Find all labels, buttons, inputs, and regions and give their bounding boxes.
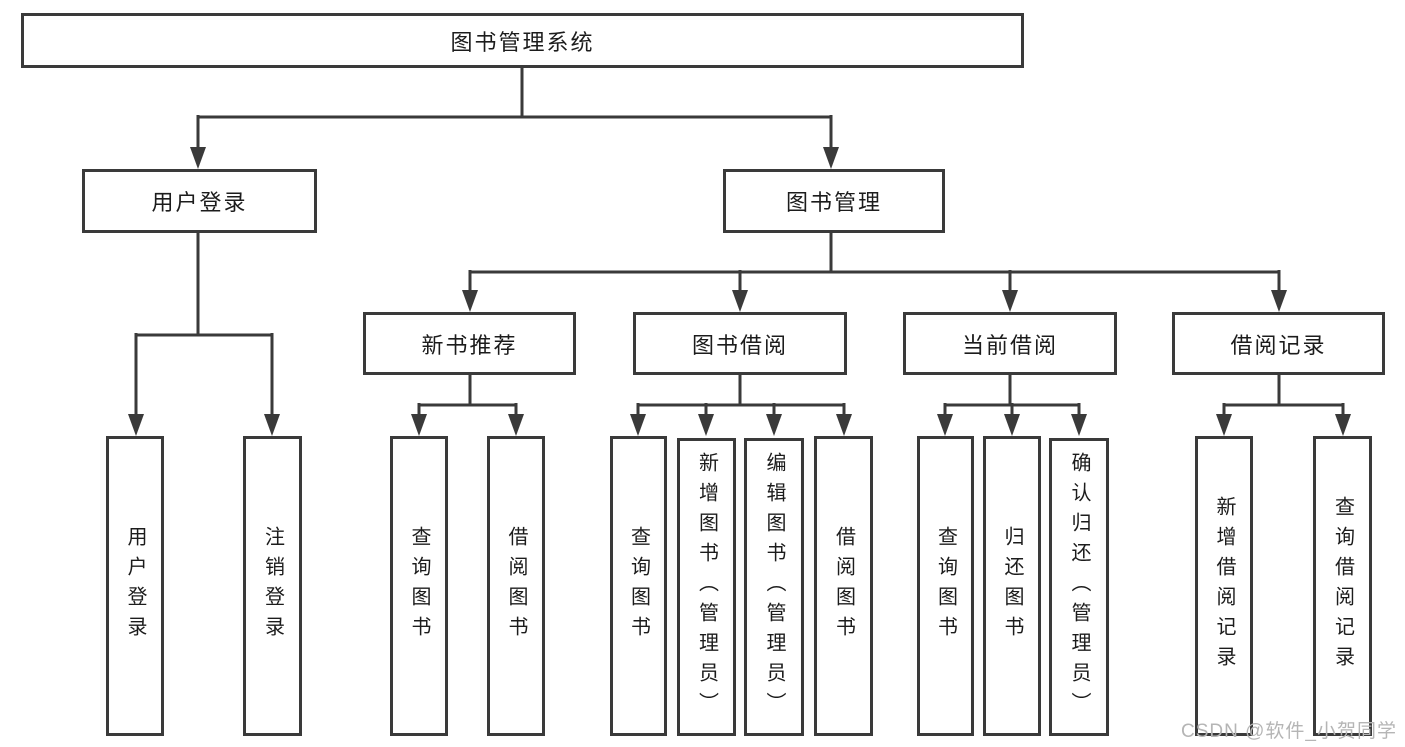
connector-book-borrow-children	[630, 375, 852, 436]
connector-current-borrow-children	[937, 375, 1087, 436]
node-label: 图书管理	[785, 190, 882, 215]
node-label: 新书推荐	[421, 332, 518, 358]
leaf-borrow-books-2: 借阅图书	[814, 436, 873, 736]
node-label: 借阅图书	[505, 526, 527, 646]
csdn-watermark: CSDN @软件_小贺同学	[1181, 721, 1397, 742]
arrow-down-icon	[264, 414, 280, 436]
node-label: 查询借阅记录	[1331, 496, 1354, 676]
node-book-management: 图书管理	[723, 169, 945, 233]
node-label: 新增借阅记录	[1213, 496, 1235, 676]
arrow-down-icon	[1004, 414, 1020, 436]
node-label: 新增图书（管理员）	[695, 452, 718, 722]
node-root-system: 图书管理系统	[21, 13, 1024, 68]
node-label: 查询图书	[934, 526, 957, 646]
arrow-down-icon	[411, 414, 427, 436]
node-label: 用户登录	[151, 190, 248, 215]
arrow-down-icon	[823, 147, 839, 169]
arrow-down-icon	[1335, 414, 1351, 436]
arrow-down-icon	[1071, 414, 1087, 436]
node-label: 借阅图书	[832, 526, 855, 646]
node-label: 用户登录	[124, 526, 146, 646]
connector-borrow-records-children	[1216, 375, 1351, 436]
node-label: 图书管理系统	[450, 29, 595, 55]
arrow-down-icon	[836, 414, 852, 436]
arrow-down-icon	[190, 147, 206, 169]
arrow-down-icon	[1216, 414, 1232, 436]
arrow-down-icon	[732, 290, 748, 312]
arrow-down-icon	[766, 414, 782, 436]
node-label: 确认归还（管理员）	[1068, 452, 1090, 722]
node-label: 借阅记录	[1230, 332, 1327, 358]
leaf-query-books-1: 查询图书	[390, 436, 448, 736]
arrow-down-icon	[698, 414, 714, 436]
leaf-logout: 注销登录	[243, 436, 302, 736]
node-label: 图书借阅	[691, 332, 788, 358]
node-label: 归还图书	[1001, 526, 1023, 646]
leaf-edit-books-admin: 编辑图书（管理员）	[744, 438, 804, 736]
arrow-down-icon	[937, 414, 953, 436]
arrow-down-icon	[1002, 290, 1018, 312]
leaf-query-books-2: 查询图书	[610, 436, 667, 736]
node-borrow-records: 借阅记录	[1172, 312, 1385, 375]
connector-new-books-children	[411, 375, 524, 436]
node-book-borrow: 图书借阅	[633, 312, 847, 375]
arrow-down-icon	[128, 414, 144, 436]
leaf-add-borrow-record: 新增借阅记录	[1195, 436, 1253, 736]
node-label: 当前借阅	[961, 332, 1058, 358]
leaf-query-books-3: 查询图书	[917, 436, 974, 736]
node-new-book-recommend: 新书推荐	[363, 312, 576, 375]
connector-book-mgmt-children	[462, 233, 1287, 312]
node-label: 查询图书	[627, 526, 650, 646]
leaf-user-login: 用户登录	[106, 436, 164, 736]
arrow-down-icon	[462, 290, 478, 312]
node-label: 注销登录	[261, 526, 284, 646]
leaf-add-books-admin: 新增图书（管理员）	[677, 438, 736, 736]
leaf-query-borrow-record: 查询借阅记录	[1313, 436, 1372, 736]
connector-user-login-children	[128, 233, 280, 436]
node-label: 查询图书	[408, 526, 430, 646]
connector-root-to-level2	[190, 68, 839, 169]
node-current-borrow: 当前借阅	[903, 312, 1117, 375]
node-label: 编辑图书（管理员）	[763, 452, 785, 722]
leaf-return-books: 归还图书	[983, 436, 1041, 736]
leaf-confirm-return-admin: 确认归还（管理员）	[1049, 438, 1109, 736]
arrow-down-icon	[630, 414, 646, 436]
arrow-down-icon	[508, 414, 524, 436]
arrow-down-icon	[1271, 290, 1287, 312]
node-user-login: 用户登录	[82, 169, 317, 233]
leaf-borrow-books-1: 借阅图书	[487, 436, 545, 736]
